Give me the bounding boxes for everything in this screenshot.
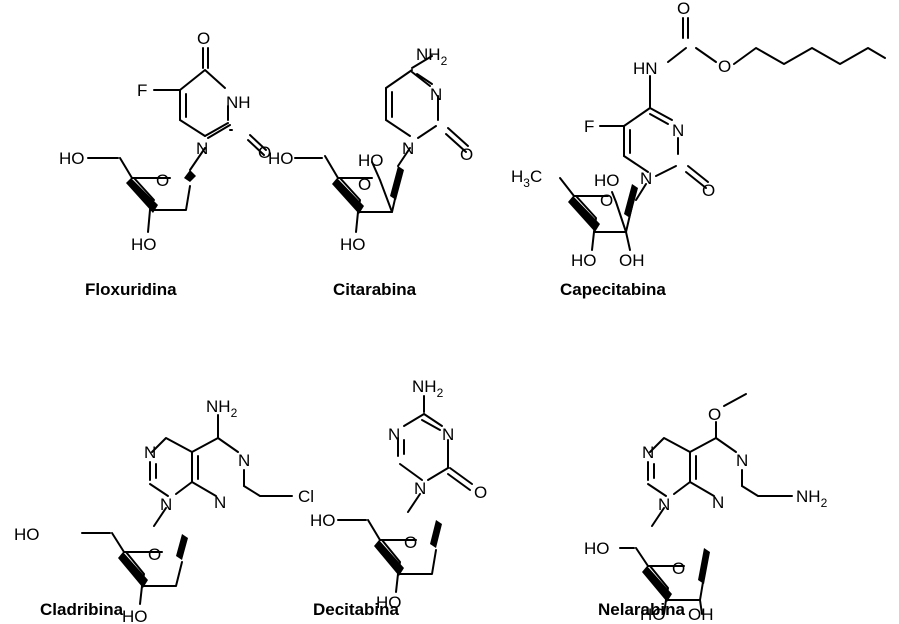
molecule-citarabina: NH2 N O N HO O HO HO <box>268 45 473 254</box>
atom-o: O <box>677 0 690 18</box>
atom-n: N <box>196 139 208 158</box>
atom-o: O <box>718 57 731 76</box>
atom-ho: HO <box>376 593 402 612</box>
atom-o: O <box>148 545 161 564</box>
atom-nh2: NH2 <box>796 487 828 510</box>
atom-n: N <box>640 169 652 188</box>
atom-n: N <box>144 443 156 462</box>
atom-hn: HN <box>633 59 658 78</box>
atom-n: N <box>430 85 442 104</box>
atom-cl: Cl <box>298 487 314 506</box>
atom-f: F <box>137 81 147 100</box>
atom-ho: HO <box>310 511 336 530</box>
caption-cladribina: Cladribina <box>40 600 124 619</box>
atom-o: O <box>672 559 685 578</box>
molecule-capecitabina: O HN O F N O N HO O H3C HO OH <box>511 0 886 270</box>
atom-oh: OH <box>619 251 645 270</box>
atom-ho: HO <box>122 607 148 624</box>
caption-nelarabina: Nelarabina <box>598 600 685 619</box>
molecule-cladribina: NH2 N N Cl N N O HO HO <box>14 397 314 624</box>
atom-nh2: NH2 <box>206 397 238 420</box>
atom-n: N <box>712 493 724 512</box>
atom-n: N <box>736 451 748 470</box>
atom-o: O <box>258 143 271 162</box>
atom-o: O <box>702 181 715 200</box>
atom-ho: HO <box>584 539 610 558</box>
atom-ho: HO <box>340 235 366 254</box>
molecule-nelarabina: O N N NH2 N N O HO HO OH <box>584 393 828 624</box>
atom-o: O <box>358 175 371 194</box>
atom-nh2: NH2 <box>412 377 444 400</box>
atom-n: N <box>388 425 400 444</box>
atom-o: O <box>404 533 417 552</box>
atom-f: F <box>584 117 594 136</box>
atom-h3c: H3C <box>511 167 542 190</box>
atom-n: N <box>402 139 414 158</box>
atom-nh2: NH2 <box>416 45 448 68</box>
caption-decitabina: Decitabina <box>313 600 399 619</box>
atom-ho: HO <box>131 235 157 254</box>
caption-floxuridina: Floxuridina <box>85 280 177 299</box>
atom-n: N <box>672 121 684 140</box>
atom-nh: NH <box>226 93 251 112</box>
atom-n: N <box>214 493 226 512</box>
atom-n: N <box>238 451 250 470</box>
atom-o: O <box>708 405 721 424</box>
atom-ho: HO <box>358 151 384 170</box>
caption-citarabina: Citarabina <box>333 280 417 299</box>
molecule-decitabina: NH2 N N O N O HO HO <box>310 377 487 612</box>
atom-ho: HO <box>640 605 666 624</box>
atom-n: N <box>442 425 454 444</box>
atom-ho: HO <box>59 149 85 168</box>
atom-n: N <box>160 495 172 514</box>
atom-ho: HO <box>268 149 294 168</box>
caption-capecitabina: Capecitabina <box>560 280 666 299</box>
atom-o: O <box>197 29 210 48</box>
atom-o: O <box>156 171 169 190</box>
atom-n: N <box>642 443 654 462</box>
atom-oh: OH <box>688 605 714 624</box>
atom-o: O <box>460 145 473 164</box>
atom-o: O <box>600 191 613 210</box>
atom-ho: HO <box>571 251 597 270</box>
atom-n: N <box>658 495 670 514</box>
atom-ho: HO <box>594 171 620 190</box>
molecule-floxuridina: O NH O F N O HO HO <box>59 29 271 254</box>
atom-n: N <box>414 479 426 498</box>
atom-ho: HO <box>14 525 40 544</box>
atom-o: O <box>474 483 487 502</box>
